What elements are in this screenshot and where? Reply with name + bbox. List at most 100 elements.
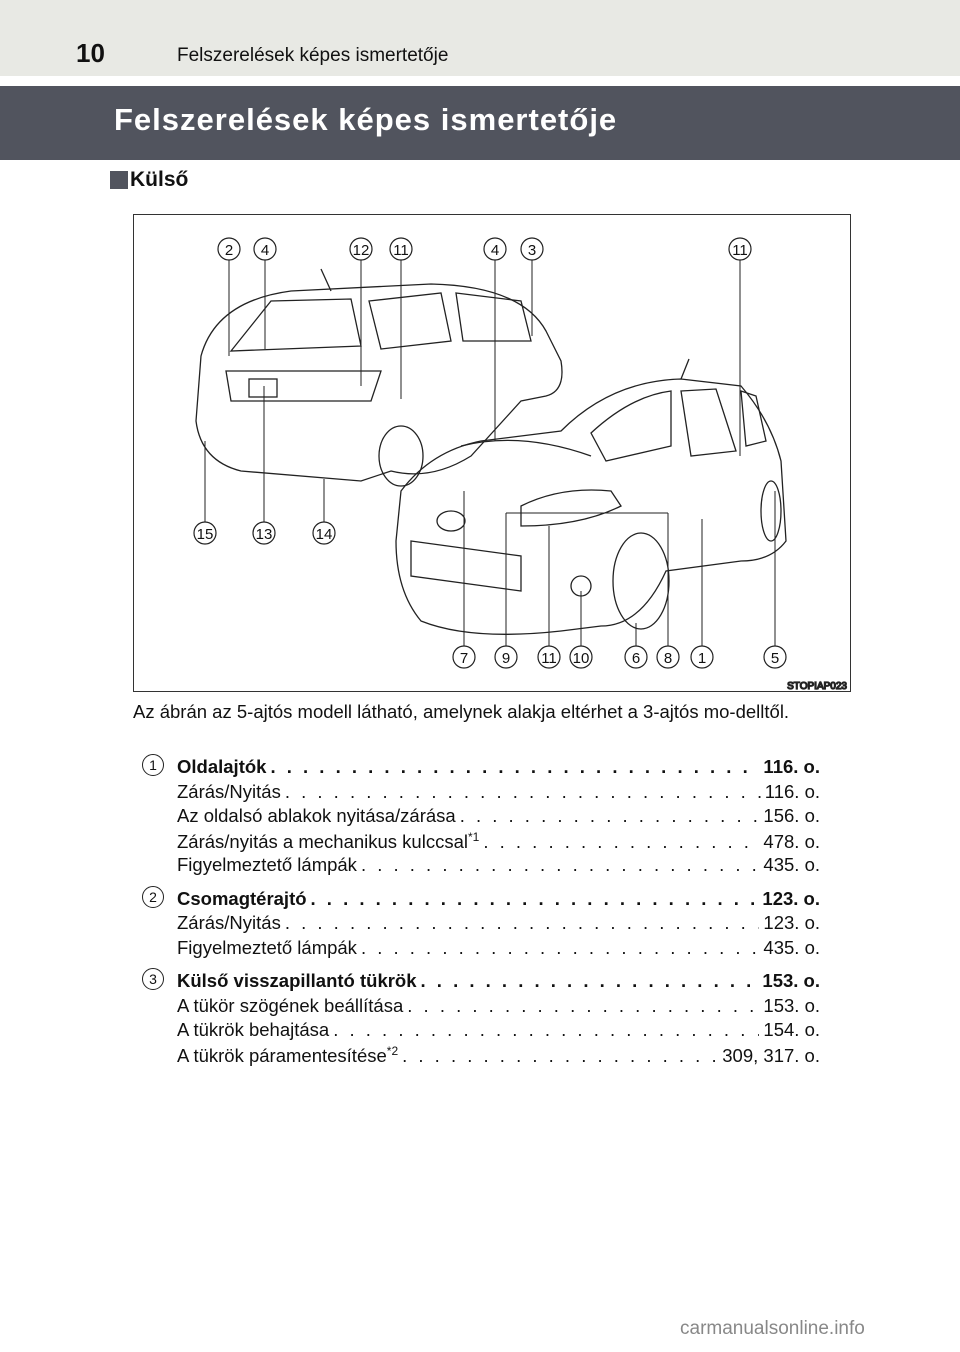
feature-heading: 2 Csomagtérajtó 123. o. [140, 885, 820, 913]
callout: 13 [252, 521, 276, 545]
callout: 14 [312, 521, 336, 545]
svg-text:11: 11 [732, 242, 748, 259]
leader-dots [361, 854, 759, 876]
section-square-icon [110, 171, 128, 189]
svg-text:7: 7 [460, 650, 468, 667]
feature-group: 2Csomagtérajtó123. o.Zárás/Nyitás123. o.… [140, 885, 820, 962]
feature-subitem: Figyelmeztető lámpák 435. o. [140, 937, 820, 962]
page-reference[interactable]: 123. o. [762, 887, 820, 909]
leader-dots [407, 995, 759, 1017]
svg-text:3: 3 [528, 242, 536, 259]
rear-car-drawing [195, 268, 563, 487]
leader-dots [333, 1019, 759, 1041]
item-label: Zárás/nyitás a mechanikus kulccsal*1 [177, 829, 480, 852]
leader-dots [421, 970, 759, 992]
callouts: 2 4 12 11 4 3 11 15 13 14 7 9 11 10 6 8 … [193, 237, 787, 669]
page-reference[interactable]: 435. o. [763, 936, 820, 958]
feature-subitem: Az oldalsó ablakok nyitása/zárása 156. o. [140, 805, 820, 830]
feature-heading: 1 Oldalajtók 116. o. [140, 754, 820, 781]
callout: 2 [217, 237, 241, 261]
leader-dots [483, 831, 759, 853]
feature-heading: 3 Külső visszapillantó tükrök 153. o. [140, 968, 820, 995]
svg-text:9: 9 [502, 650, 510, 667]
callout: 3 [520, 237, 544, 261]
feature-list: 1 Oldalajtók 116. o. Zárás/Nyitás 116. o. Az … [140, 754, 820, 1077]
feature-subitem: Zárás/Nyitás123. o. [140, 912, 820, 937]
feature-group: 1 Oldalajtók 116. o. Zárás/Nyitás 116. o. Az … [140, 754, 820, 879]
chapter-band: Felszerelések képes ismertetője [0, 86, 960, 160]
item-label: Zárás/Nyitás [177, 780, 281, 802]
item-number: 3 [142, 968, 164, 990]
page-title: Felszerelések képes ismertetője [114, 102, 618, 137]
feature-subitem: A tükör szögének beállítása 153. o. [140, 995, 820, 1020]
item-label: A tükrök páramentesítése*2 [177, 1043, 399, 1066]
callout: 8 [656, 645, 680, 669]
svg-text:13: 13 [256, 526, 273, 543]
item-label: Csomagtérajtó [177, 887, 307, 909]
page-reference[interactable]: 435. o. [763, 854, 820, 875]
footnote-marker: *2 [386, 1043, 399, 1058]
leader-dots [361, 937, 759, 959]
page-reference[interactable]: 116. o. [763, 756, 820, 777]
leader-dots [285, 912, 760, 934]
item-number: 1 [142, 754, 164, 776]
callout: 6 [624, 645, 648, 669]
leader-dots [285, 781, 761, 803]
svg-text:6: 6 [632, 650, 640, 667]
svg-text:8: 8 [664, 650, 672, 667]
page-reference[interactable]: 156. o. [763, 805, 820, 826]
callout: 15 [193, 521, 217, 545]
callout: 11 [537, 645, 561, 669]
leader-lines [204, 260, 776, 646]
callout: 4 [483, 237, 507, 261]
leader-dots [460, 805, 760, 827]
item-label: Külső visszapillantó tükrök [177, 970, 417, 991]
callout: 7 [452, 645, 476, 669]
svg-text:10: 10 [573, 650, 590, 667]
front-car-drawing [395, 358, 787, 635]
callout: 4 [253, 237, 277, 261]
svg-text:5: 5 [771, 650, 779, 667]
callout: 1 [690, 645, 714, 669]
item-label: Oldalajtók [177, 756, 267, 777]
callout: 10 [569, 645, 593, 669]
page-reference[interactable]: 309, 317. o. [722, 1044, 820, 1066]
svg-text:14: 14 [316, 526, 333, 543]
feature-subitem: A tükrök páramentesítése*2 309, 317. o. [140, 1044, 820, 1069]
page-reference[interactable]: 153. o. [763, 994, 820, 1016]
svg-text:1: 1 [698, 650, 706, 667]
item-number: 2 [142, 885, 164, 908]
item-label: Figyelmeztető lámpák [177, 854, 357, 875]
callout: 11 [389, 237, 413, 261]
callout: 9 [494, 645, 518, 669]
svg-text:11: 11 [393, 242, 409, 259]
feature-subitem: Zárás/nyitás a mechanikus kulccsal*1 478.… [140, 830, 820, 855]
page-reference[interactable]: 153. o. [762, 970, 820, 991]
svg-text:15: 15 [197, 526, 214, 543]
feature-subitem: A tükrök behajtása154. o. [140, 1019, 820, 1044]
item-label: Figyelmeztető lámpák [177, 936, 357, 958]
item-label: A tükör szögének beállítása [177, 994, 404, 1016]
svg-text:2: 2 [225, 242, 233, 259]
svg-text:4: 4 [261, 242, 269, 259]
callout: 5 [763, 645, 787, 669]
feature-subitem: Zárás/Nyitás 116. o. [140, 781, 820, 806]
page-reference[interactable]: 154. o. [763, 1019, 820, 1040]
callout: 11 [728, 237, 752, 261]
section-title: Külső [130, 168, 189, 191]
leader-dots [270, 756, 759, 778]
exterior-figure: 2 4 12 11 4 3 11 15 13 14 7 9 11 10 6 8 … [133, 214, 851, 693]
item-label: Az oldalsó ablakok nyitása/zárása [177, 805, 456, 826]
leader-dots [311, 888, 759, 910]
running-title: Felszerelések képes ismertetője [177, 45, 449, 66]
page-reference[interactable]: 478. o. [763, 830, 820, 852]
page-reference[interactable]: 116. o. [764, 780, 820, 802]
figure-note: Az ábrán az 5-ajtós modell látható, amel… [133, 701, 790, 722]
callout: 12 [349, 237, 373, 261]
page-number: 10 [76, 38, 105, 68]
page-reference[interactable]: 123. o. [763, 912, 820, 933]
leader-dots [402, 1045, 718, 1067]
running-header: 10 Felszerelések képes ismertetője [0, 0, 960, 76]
